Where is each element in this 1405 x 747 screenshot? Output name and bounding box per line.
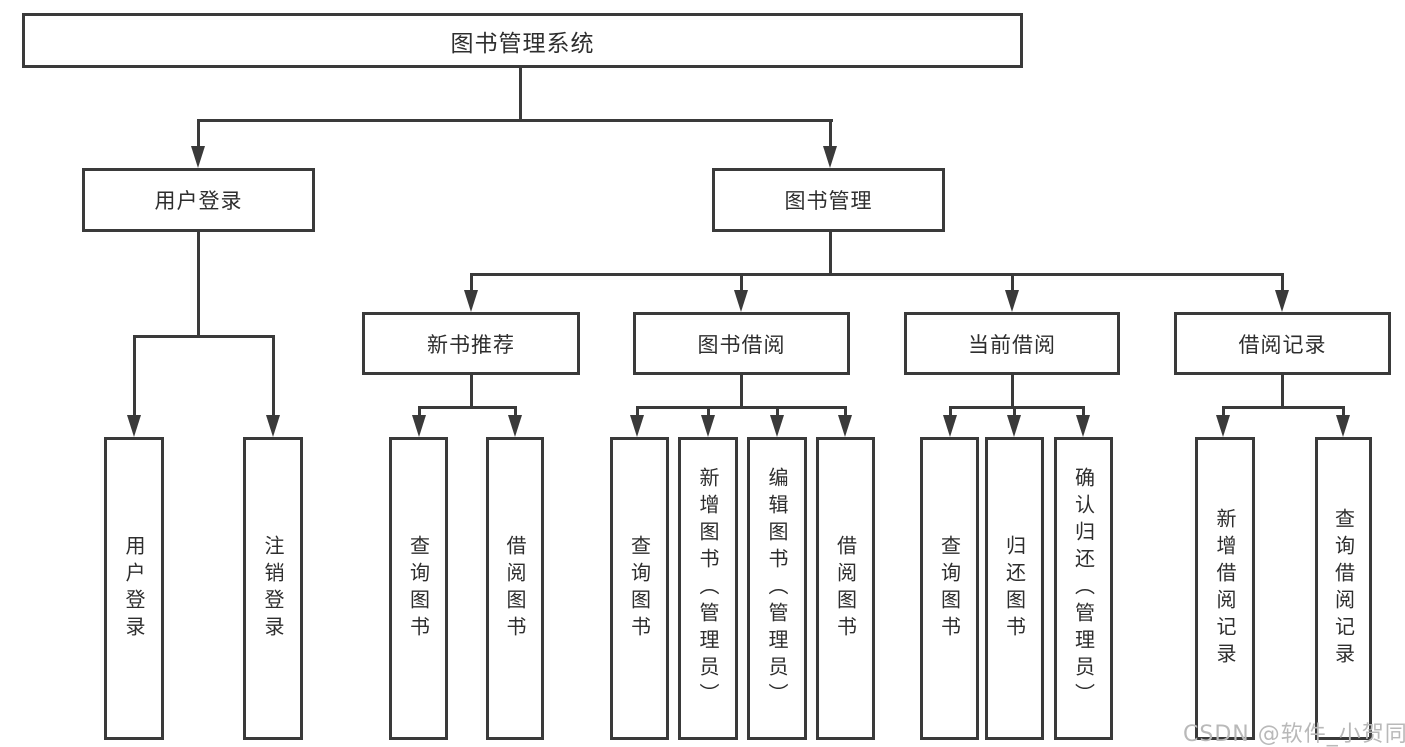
connector-recommend-stem	[470, 375, 473, 406]
arrow-down-icon	[1216, 406, 1230, 437]
node-label: 编辑图书（管理员）	[765, 467, 789, 710]
arrow-down-icon	[823, 119, 837, 168]
node-label: 归还图书	[1002, 534, 1027, 643]
node-new-book-recommend: 新书推荐	[362, 312, 580, 375]
csdn-watermark: CSDN @软件_小贺同学	[1183, 722, 1405, 747]
node-label: 查询图书	[627, 534, 652, 643]
node-label: 查询借阅记录	[1331, 507, 1356, 670]
node-label: 新增借阅记录	[1213, 507, 1237, 670]
connector-record-stem	[1281, 375, 1284, 406]
connector-user-login-rail	[133, 335, 275, 338]
connector-current-stem	[1011, 375, 1014, 406]
node-label: 注销登录	[261, 534, 285, 643]
connector-root-stem	[519, 68, 522, 119]
leaf-query-book-borrow: 查询图书	[610, 437, 669, 740]
connector-recommend-rail	[419, 406, 517, 409]
node-label: 查询图书	[937, 534, 962, 643]
leaf-confirm-return-admin: 确认归还（管理员）	[1054, 437, 1113, 740]
connector-level3-rail	[470, 273, 1283, 276]
connector-book-management-stem	[829, 232, 832, 273]
arrow-down-icon	[770, 406, 784, 437]
arrow-down-icon	[508, 406, 522, 437]
leaf-logout: 注销登录	[243, 437, 303, 740]
connector-record-rail	[1223, 406, 1344, 409]
leaf-user-login: 用户登录	[104, 437, 164, 740]
arrow-down-icon	[838, 406, 852, 437]
node-label: 当前借阅	[968, 332, 1056, 357]
arrow-down-icon	[701, 406, 715, 437]
arrow-down-icon	[266, 335, 280, 437]
node-book-borrow: 图书借阅	[633, 312, 850, 375]
leaf-query-book-recommend: 查询图书	[389, 437, 448, 740]
node-label: 借阅图书	[833, 534, 858, 643]
arrow-down-icon	[412, 406, 426, 437]
node-label: 新增图书（管理员）	[696, 467, 720, 710]
node-label: 用户登录	[122, 534, 146, 643]
node-label: 图书借阅	[697, 332, 786, 357]
node-book-management: 图书管理	[712, 168, 945, 232]
leaf-add-book-admin: 新增图书（管理员）	[678, 437, 738, 740]
leaf-return-book: 归还图书	[985, 437, 1044, 740]
node-label: 借阅记录	[1238, 332, 1327, 357]
arrow-down-icon	[1005, 273, 1019, 312]
leaf-borrow-book: 借阅图书	[816, 437, 875, 740]
arrow-down-icon	[630, 406, 644, 437]
arrow-down-icon	[1275, 273, 1289, 312]
arrow-down-icon	[1336, 406, 1350, 437]
leaf-edit-book-admin: 编辑图书（管理员）	[747, 437, 807, 740]
node-label: 新书推荐	[427, 332, 515, 357]
node-label: 图书管理	[784, 189, 873, 213]
leaf-query-borrow-record: 查询借阅记录	[1315, 437, 1372, 740]
arrow-down-icon	[734, 273, 748, 312]
leaf-borrow-book-recommend: 借阅图书	[486, 437, 544, 740]
leaf-query-book-current: 查询图书	[920, 437, 979, 740]
node-label: 确认归还（管理员）	[1071, 467, 1096, 710]
node-label: 图书管理系统	[450, 30, 595, 57]
node-label: 借阅图书	[503, 534, 527, 643]
node-label: 查询图书	[406, 534, 431, 643]
arrow-down-icon	[191, 119, 205, 168]
arrow-down-icon	[464, 273, 478, 312]
connector-borrow-stem	[740, 375, 743, 406]
connector-level2-rail	[197, 119, 833, 122]
node-current-borrow: 当前借阅	[904, 312, 1120, 375]
node-user-login: 用户登录	[82, 168, 315, 232]
node-library-system: 图书管理系统	[22, 13, 1023, 68]
arrow-down-icon	[1076, 406, 1090, 437]
arrow-down-icon	[127, 335, 141, 437]
leaf-add-borrow-record: 新增借阅记录	[1195, 437, 1255, 740]
arrow-down-icon	[943, 406, 957, 437]
connector-current-rail	[950, 406, 1084, 409]
arrow-down-icon	[1007, 406, 1021, 437]
connector-borrow-rail	[637, 406, 846, 409]
node-borrow-record: 借阅记录	[1174, 312, 1391, 375]
node-label: 用户登录	[154, 189, 243, 213]
connector-user-login-stem	[197, 232, 200, 335]
